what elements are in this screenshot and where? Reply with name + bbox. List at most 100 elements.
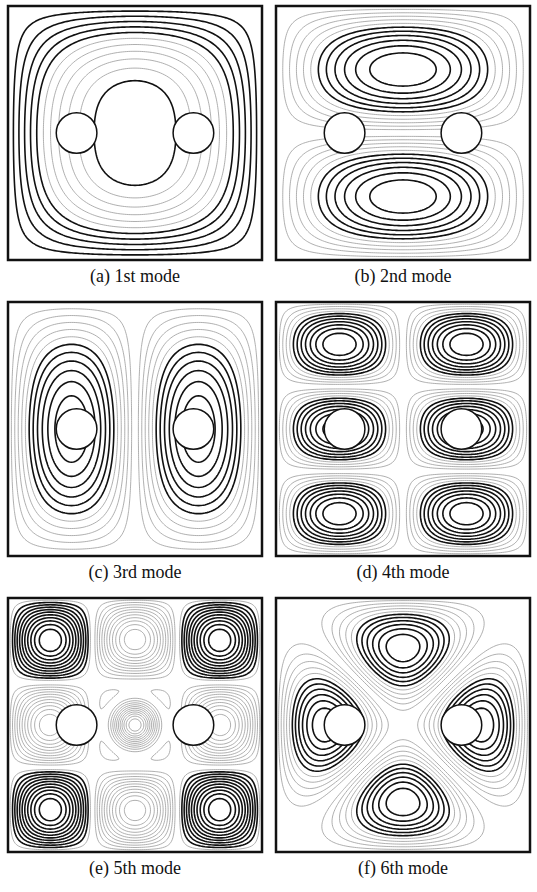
contour-line	[35, 625, 236, 826]
contour-line	[290, 311, 517, 547]
contour-line	[8, 598, 262, 852]
contour-line	[10, 600, 260, 850]
contour-line	[43, 38, 226, 227]
contour-line	[370, 53, 436, 86]
cylinder	[173, 409, 214, 450]
mode-panel	[7, 5, 263, 261]
contour-line	[279, 644, 528, 806]
contour-line	[306, 322, 501, 537]
contour-line	[276, 302, 530, 556]
contour-line	[25, 337, 117, 521]
cylinder	[56, 705, 97, 746]
contour-line	[276, 6, 530, 260]
contour-line	[42, 371, 100, 488]
contour-line	[8, 6, 262, 260]
contour-lines	[276, 598, 530, 852]
contour-line	[8, 598, 262, 852]
contour-line	[8, 302, 262, 556]
contour-line	[8, 302, 262, 556]
contour-line	[276, 598, 530, 852]
contour-line	[8, 302, 262, 556]
contour-line	[8, 302, 262, 556]
contour-line	[22, 329, 122, 528]
contour-line	[20, 610, 251, 841]
cylinder	[173, 705, 214, 746]
contour-line	[276, 6, 530, 260]
contour-line	[287, 668, 520, 782]
enclosure-wall	[276, 302, 530, 556]
contour-line	[276, 6, 530, 260]
panel-ground	[8, 302, 262, 556]
contour-line	[335, 36, 471, 104]
contour-line	[293, 314, 512, 545]
contour-line	[295, 684, 510, 766]
cylinder	[324, 705, 365, 746]
contour-line	[37, 32, 234, 233]
contour-line	[276, 302, 530, 556]
contour-line	[276, 598, 530, 852]
contour-line	[276, 6, 530, 260]
contour-line	[13, 603, 258, 848]
contour-line	[276, 598, 530, 852]
contour-line	[276, 6, 530, 260]
contour-line	[297, 316, 509, 542]
panel-caption: (d) 4th mode	[276, 561, 530, 583]
contour-line	[307, 701, 499, 749]
contour-line	[276, 6, 530, 260]
contour-line	[8, 598, 262, 852]
contour-line	[11, 309, 131, 550]
contour-line	[276, 598, 530, 852]
contour-line	[15, 605, 255, 845]
contour-line	[283, 9, 524, 129]
contour-line	[289, 673, 516, 776]
contour-line	[311, 23, 495, 115]
contour-line	[8, 598, 262, 852]
contour-line	[8, 302, 262, 556]
contour-line	[8, 6, 262, 260]
contour-line	[276, 302, 530, 556]
contour-line	[8, 302, 262, 556]
contour-line	[276, 302, 530, 556]
contour-line	[303, 20, 502, 120]
contour-line	[8, 302, 262, 556]
contour-line	[25, 22, 246, 245]
panel-ground	[276, 598, 530, 852]
cylinder	[324, 409, 365, 450]
contour-line	[28, 618, 243, 833]
panel-ground	[276, 302, 530, 556]
contour-line	[316, 329, 490, 530]
contour-line	[299, 689, 507, 761]
contour-line	[290, 13, 517, 126]
cylinder	[324, 113, 365, 154]
contour-line	[276, 302, 530, 556]
contour-line	[310, 325, 495, 533]
contour-line	[8, 598, 262, 852]
contour-line	[8, 6, 262, 260]
contour-line	[17, 607, 253, 843]
contour-line	[8, 598, 262, 852]
cylinder	[173, 113, 214, 154]
contour-line	[296, 16, 509, 123]
contour-line	[13, 11, 256, 255]
contour-lines	[8, 6, 262, 260]
contour-line	[8, 6, 262, 260]
contour-line	[276, 6, 530, 260]
panel-ground	[8, 598, 262, 852]
mode-panel	[7, 301, 263, 557]
contour-line	[279, 304, 526, 554]
contour-line	[25, 615, 245, 835]
contour-line	[8, 6, 262, 260]
contour-line	[276, 598, 530, 852]
contour-line	[323, 333, 483, 524]
mode-panel	[275, 597, 531, 853]
contour-line	[19, 16, 251, 249]
contour-line	[326, 31, 479, 108]
contour-line	[94, 81, 176, 186]
cylinder	[56, 113, 97, 154]
contour-line	[22, 612, 248, 838]
enclosure-wall	[8, 302, 262, 556]
contour-line	[8, 302, 262, 556]
contour-line	[286, 309, 520, 549]
enclosure-wall	[8, 6, 262, 260]
